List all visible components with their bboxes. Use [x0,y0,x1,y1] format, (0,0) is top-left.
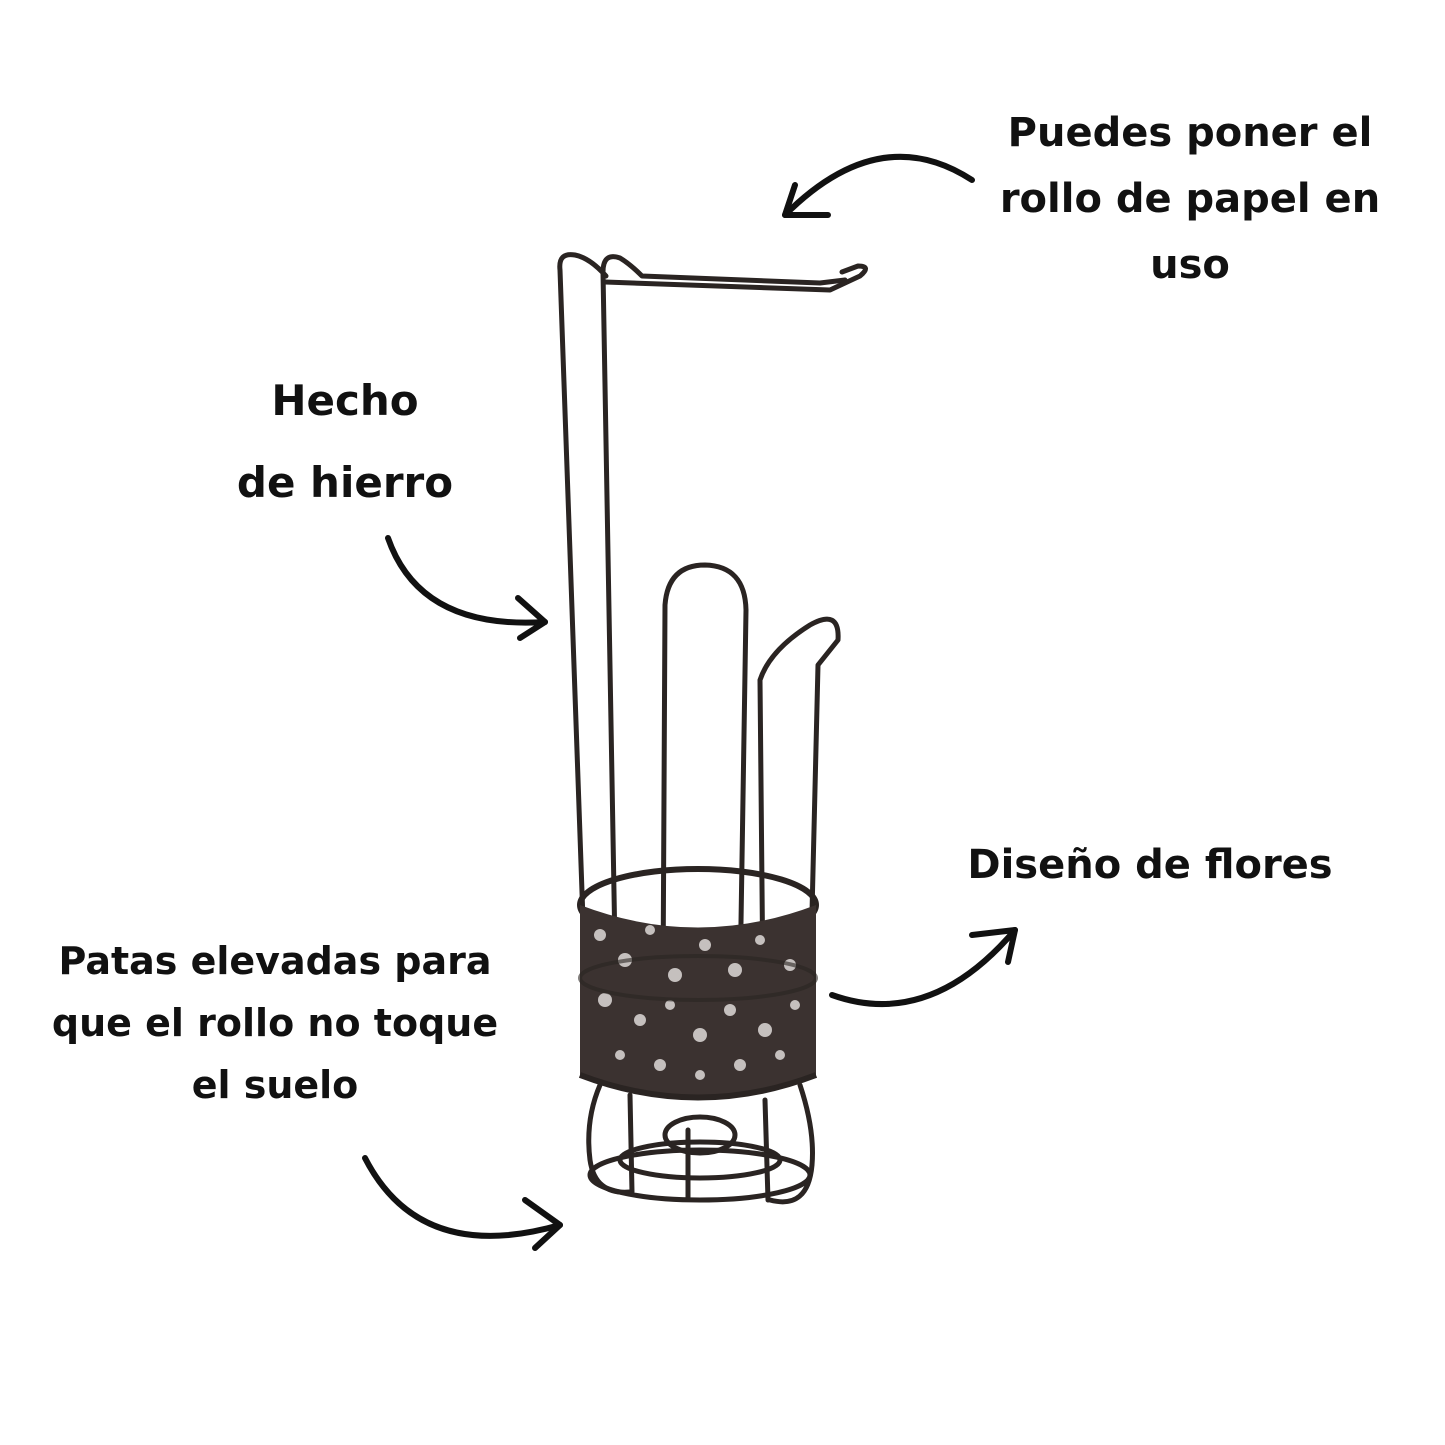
annotation-line: de hierro [236,458,454,507]
arrow-icon [829,927,1018,1008]
annotation-raised-legs: Patas elevadas para que el rollo no toqu… [20,930,530,1116]
top-roll-arm [602,263,868,293]
arrow-icon [782,153,975,218]
annotation-material: Hecho de hierro [180,360,510,524]
upright-rod-inner [600,254,848,1008]
annotation-line: el suelo [191,1063,359,1107]
annotation-line: Diseño de flores [967,842,1333,888]
annotation-line: Patas elevadas para [58,939,492,983]
annotation-line: Puedes poner el [1007,110,1373,156]
floral-band [577,866,819,1101]
leg-right [767,1082,815,1205]
annotation-line: Hecho [271,376,419,425]
base-ring-outer [587,1147,813,1203]
arrow-icon [385,535,548,641]
annotation-line: rollo de papel en [999,176,1381,222]
annotation-line: uso [1150,242,1230,288]
arrow-icon [362,1155,563,1251]
base-ring-inner [662,1114,738,1156]
annotation-roll-in-use: Puedes poner el rollo de papel en uso [960,100,1420,298]
spare-roll-curve [757,616,841,998]
leg-mid-left [627,1092,635,1195]
spare-roll-hoop [660,562,749,988]
annotation-flower-design: Diseño de flores [930,832,1370,898]
base-ring-middle [617,1139,783,1181]
annotation-line: que el rollo no toque [51,1001,499,1045]
upright-rod-outer [557,252,609,1008]
